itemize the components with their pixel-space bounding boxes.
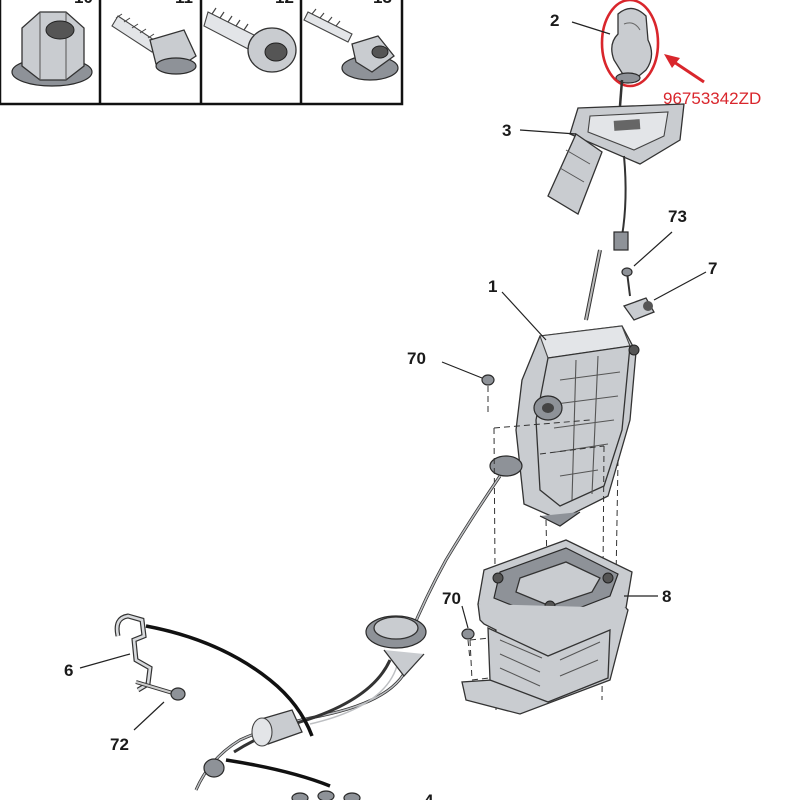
callout-70-upper: 70 bbox=[407, 349, 426, 368]
cable-routing-line bbox=[145, 624, 314, 737]
callout-72: 72 bbox=[110, 735, 129, 754]
lever-clip bbox=[622, 297, 655, 321]
cable-grommet bbox=[365, 615, 427, 678]
callout-7: 7 bbox=[708, 259, 717, 278]
arrow-head-icon bbox=[664, 54, 680, 68]
shift-bezel bbox=[547, 79, 685, 251]
flange-nut-illustration bbox=[11, 11, 93, 87]
lever-base-plate bbox=[461, 539, 633, 715]
washer-screw-illustration bbox=[303, 8, 399, 81]
bolt-72 bbox=[135, 680, 186, 701]
gear-knob bbox=[611, 7, 653, 84]
callout-70-lower: 70 bbox=[442, 589, 461, 608]
part-number: 96753342ZD bbox=[663, 89, 761, 108]
callout-1: 1 bbox=[488, 277, 497, 296]
bottom-fasteners bbox=[291, 790, 361, 800]
callout-8: 8 bbox=[662, 587, 671, 606]
callout-2: 2 bbox=[550, 11, 559, 30]
callout-3: 3 bbox=[502, 121, 511, 140]
cable-sleeve bbox=[203, 709, 303, 778]
small-screw bbox=[621, 267, 633, 297]
cable-routing-line-lower bbox=[225, 758, 331, 788]
callout-6: 6 bbox=[64, 661, 73, 680]
fastener-label-12: 12 bbox=[275, 0, 294, 7]
nut-70-lower bbox=[461, 628, 475, 661]
nut-70-upper bbox=[481, 374, 495, 416]
callout-4: 4 bbox=[424, 791, 434, 800]
cable-bracket bbox=[114, 613, 153, 693]
fastener-label-11: 11 bbox=[175, 0, 193, 7]
fastener-legend: 10 11 12 13 bbox=[0, 0, 404, 106]
screw-illustration bbox=[203, 7, 297, 73]
part-highlight-circle bbox=[600, 0, 660, 88]
bolt-illustration bbox=[111, 13, 197, 75]
shift-cable bbox=[194, 475, 502, 791]
callout-73: 73 bbox=[668, 207, 687, 226]
leader-lines bbox=[79, 21, 707, 731]
lever-housing bbox=[489, 325, 640, 527]
fastener-label-13: 13 bbox=[373, 0, 392, 7]
fastener-label-10: 10 bbox=[74, 0, 93, 7]
